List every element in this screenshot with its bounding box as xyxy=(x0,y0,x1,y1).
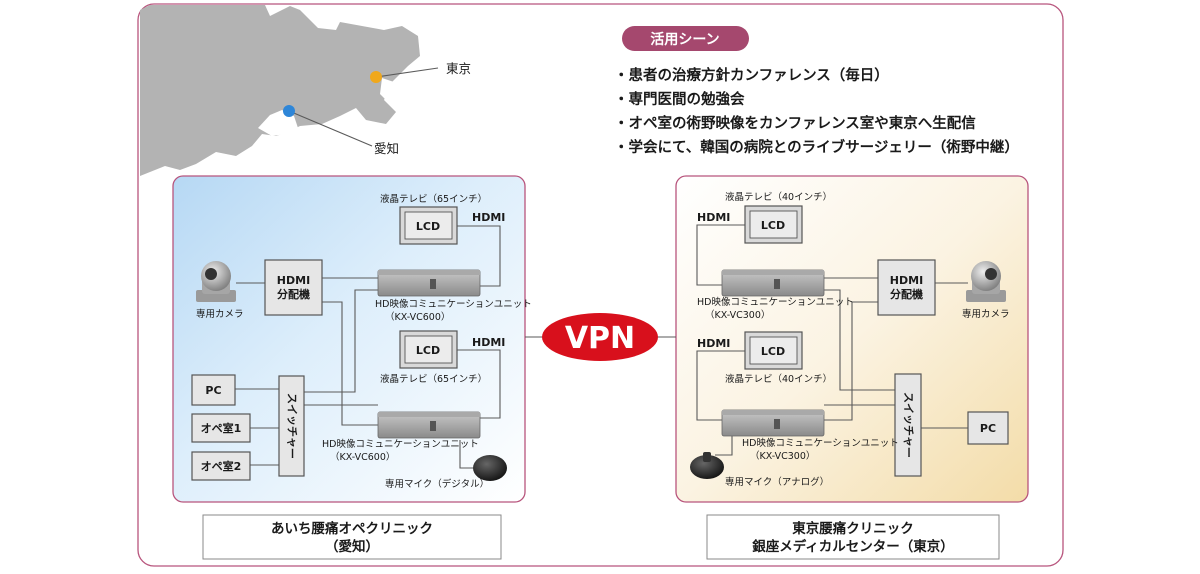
switcher-label: スイッチャー xyxy=(902,392,915,458)
tokyo-dot xyxy=(370,71,382,83)
aichi-label: 愛知 xyxy=(374,141,399,156)
usage-item: ・患者の治療方針カンファレンス（毎日） xyxy=(614,66,889,84)
vpn-label: VPN xyxy=(565,321,635,356)
camera-label: 専用カメラ xyxy=(962,308,1010,320)
hdmi-label: HDMI xyxy=(472,336,505,349)
lcd-label: LCD xyxy=(761,219,785,232)
splitter-label: 分配機 xyxy=(277,287,310,301)
pc-label: PC xyxy=(205,384,221,397)
left-mic xyxy=(473,455,507,481)
right-hd-unit-top xyxy=(721,269,825,297)
mic-label: 専用マイク（デジタル） xyxy=(385,478,489,490)
right-lines xyxy=(696,224,968,456)
unit-label: HD映像コミュニケーションユニット xyxy=(375,298,532,310)
left-lcd-top: LCD xyxy=(399,206,458,245)
hdmi-label: HDMI xyxy=(697,211,730,224)
tv-label: 液晶テレビ（40インチ） xyxy=(725,373,832,385)
hdmi-label: HDMI xyxy=(697,337,730,350)
tv-label: 液晶テレビ（65インチ） xyxy=(380,373,487,385)
left-site-name: あいち腰痛オペクリニック xyxy=(271,520,433,537)
unit-label: （KX-VC300） xyxy=(750,450,815,462)
left-ope1-box xyxy=(191,413,251,443)
unit-label: HD映像コミュニケーションユニット xyxy=(322,438,479,450)
left-pc-box xyxy=(191,374,236,406)
lcd-label: LCD xyxy=(416,344,440,357)
switcher-label: スイッチャー xyxy=(286,393,299,459)
left-lcd-mid: LCD xyxy=(399,330,458,369)
usage-item: ・学会にて、韓国の病院とのライブサージェリー（術野中継） xyxy=(614,138,1019,156)
left-ope2-box xyxy=(191,451,251,481)
tv-label: 液晶テレビ（65インチ） xyxy=(380,193,487,205)
unit-label: HD映像コミュニケーションユニット xyxy=(742,437,899,449)
left-camera xyxy=(196,261,236,302)
lcd-label: LCD xyxy=(416,220,440,233)
right-pc-box xyxy=(967,411,1009,445)
mic-label: 専用マイク（アナログ） xyxy=(725,476,829,488)
unit-label: （KX-VC600） xyxy=(330,451,395,463)
japan-map xyxy=(140,5,420,176)
right-lcd-top: LCD xyxy=(744,205,803,244)
camera-label: 専用カメラ xyxy=(196,308,244,320)
right-camera xyxy=(966,261,1006,302)
vpn-ellipse xyxy=(542,313,658,361)
left-hdmi-splitter xyxy=(264,259,323,316)
left-lines xyxy=(235,225,501,469)
splitter-label: HDMI xyxy=(277,274,310,287)
right-site-box xyxy=(706,514,1000,560)
ope-label: オペ室2 xyxy=(201,459,242,473)
unit-label: HD映像コミュニケーションユニット xyxy=(697,296,854,308)
lcd-label: LCD xyxy=(761,345,785,358)
ope-label: オペ室1 xyxy=(201,421,242,435)
unit-label: （KX-VC600） xyxy=(385,311,450,323)
pc-label: PC xyxy=(980,422,996,435)
unit-label: （KX-VC300） xyxy=(705,309,770,321)
right-hd-unit-bottom xyxy=(721,409,825,437)
usage-item: ・専門医間の勉強会 xyxy=(614,90,745,108)
splitter-label: 分配機 xyxy=(890,287,923,301)
tv-label: 液晶テレビ（40インチ） xyxy=(725,191,832,203)
right-mic xyxy=(690,452,724,479)
usage-badge xyxy=(622,26,749,51)
hdmi-label: HDMI xyxy=(472,211,505,224)
right-switcher xyxy=(894,373,922,477)
left-hd-unit-bottom xyxy=(377,411,481,439)
left-site-location: （愛知） xyxy=(325,538,379,555)
right-site-location: 銀座メディカルセンター（東京） xyxy=(752,538,954,555)
aichi-dot xyxy=(283,105,295,117)
tokyo-label: 東京 xyxy=(446,61,471,76)
usage-item: ・オペ室の術野映像をカンファレンス室や東京へ生配信 xyxy=(614,114,976,132)
right-site-name: 東京腰痛クリニック xyxy=(792,520,914,537)
left-site-box xyxy=(202,514,502,560)
splitter-label: HDMI xyxy=(890,274,923,287)
right-hdmi-splitter xyxy=(877,259,936,316)
usage-title: 活用シーン xyxy=(650,31,719,48)
left-switcher xyxy=(278,375,305,477)
right-lcd-mid: LCD xyxy=(744,331,803,370)
left-hd-unit-top xyxy=(377,269,481,297)
